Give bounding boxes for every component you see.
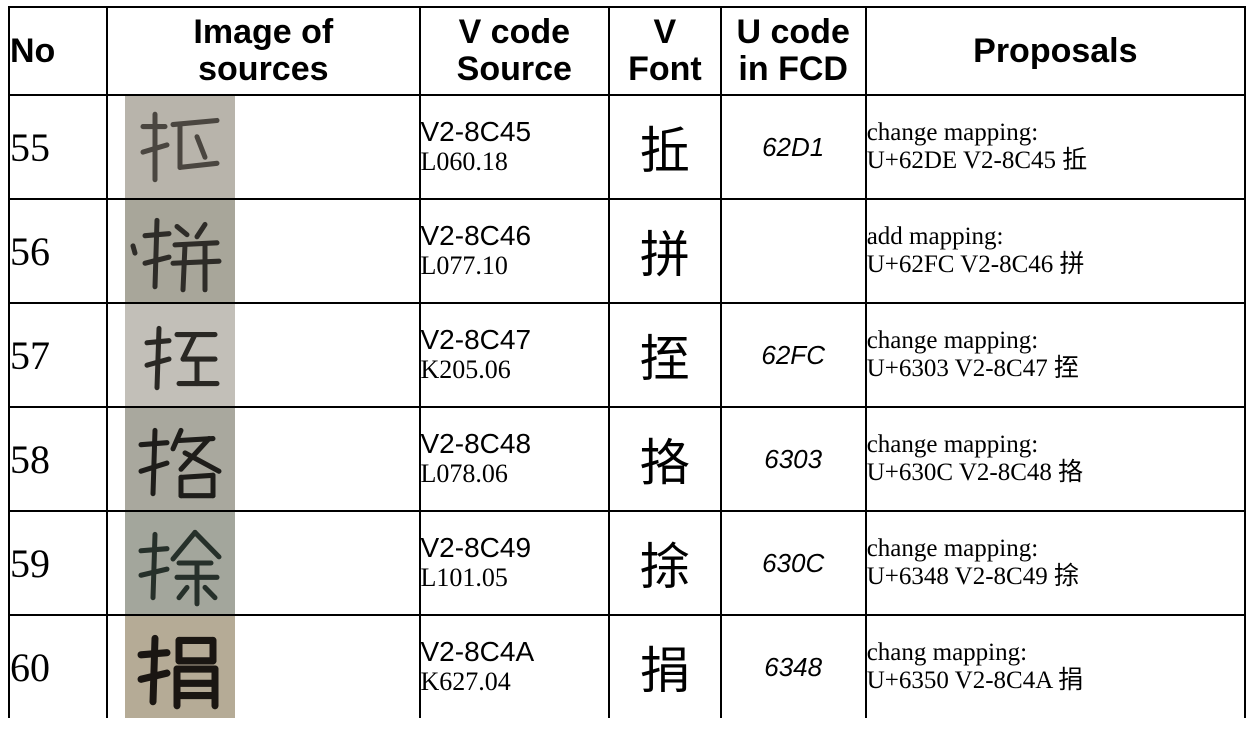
proposal-cell: change mapping: U+62DE V2-8C45 拞 (864, 94, 1247, 200)
v-code: V2-8C45 (420, 116, 532, 147)
source-image-cell (106, 614, 421, 718)
table-row: 58 V2-8C48 L078.06 挌 6303 change mapping… (7, 406, 1247, 512)
v-font-glyph: 捈 (608, 510, 722, 616)
v-code: V2-8C48 (420, 428, 532, 459)
proposal-mapping: U+6350 V2-8C4A 捐 (866, 667, 1084, 694)
source-reference: L077.10 (420, 251, 508, 280)
proposal-cell: add mapping: U+62FC V2-8C46 拼 (864, 198, 1247, 304)
table-row: 57 V2-8C47 K205.06 挃 62FC change mapping… (7, 302, 1247, 408)
header-proposals: Proposals (864, 6, 1247, 96)
row-number: 57 (7, 302, 109, 408)
v-code-cell: V2-8C47 K205.06 (418, 302, 611, 408)
v-code: V2-8C4A (420, 636, 535, 667)
source-image-cell (106, 510, 421, 616)
source-image (125, 512, 236, 614)
v-code-cell: V2-8C49 L101.05 (418, 510, 611, 616)
source-image-cell (106, 406, 421, 512)
v-code: V2-8C49 (420, 532, 532, 563)
v-code-cell: V2-8C4A K627.04 (418, 614, 611, 718)
v-font-glyph: 拞 (608, 94, 722, 200)
proposal-cell: change mapping: U+630C V2-8C48 挌 (864, 406, 1247, 512)
source-image-cell (106, 198, 421, 304)
table-row: 60 V2-8C4A K627.04 捐 6348 chang mapping:… (7, 614, 1247, 718)
proposal-action: change mapping: (866, 327, 1039, 354)
proposal-action: change mapping: (866, 535, 1039, 562)
proposal-mapping: U+6303 V2-8C47 挃 (866, 355, 1079, 382)
source-image-cell (106, 94, 421, 200)
proposal-mapping: U+6348 V2-8C49 捈 (866, 563, 1079, 590)
proposal-action: change mapping: (866, 119, 1039, 146)
proposal-action: add mapping: (866, 223, 1004, 250)
source-reference: K205.06 (420, 355, 511, 384)
scanned-glyph-image (125, 96, 236, 198)
row-number: 56 (7, 198, 109, 304)
u-code-in-fcd: 62D1 (719, 94, 867, 200)
scanned-glyph-image (125, 512, 236, 614)
source-image (125, 304, 236, 406)
proposal-mapping: U+630C V2-8C48 挌 (866, 459, 1084, 486)
row-number: 60 (7, 614, 109, 718)
table-row: 59 V2-8C49 L101.05 捈 630C change mapping… (7, 510, 1247, 616)
proposal-cell: chang mapping: U+6350 V2-8C4A 捐 (864, 614, 1247, 718)
scanned-glyph-image (125, 200, 236, 302)
proposal-cell: change mapping: U+6303 V2-8C47 挃 (864, 302, 1247, 408)
v-font-glyph: 捐 (608, 614, 722, 718)
u-code-in-fcd: 6348 (719, 614, 867, 718)
u-code-in-fcd: 62FC (719, 302, 867, 408)
v-code-cell: V2-8C45 L060.18 (418, 94, 611, 200)
source-image (125, 200, 236, 302)
u-code-in-fcd: 6303 (719, 406, 867, 512)
proposal-mapping: U+62FC V2-8C46 拼 (866, 251, 1085, 278)
source-image (125, 616, 236, 718)
proposal-mapping: U+62DE V2-8C45 拞 (866, 147, 1088, 174)
row-number: 55 (7, 94, 109, 200)
proposal-action: change mapping: (866, 431, 1039, 458)
table-row: 56 V2-8C46 L077.10 拼 add mapping: U+62FC… (7, 198, 1247, 304)
proposal-action: chang mapping: (866, 639, 1028, 666)
v-font-glyph: 挃 (608, 302, 722, 408)
source-reference: L060.18 (420, 147, 508, 176)
source-reference: K627.04 (420, 667, 511, 696)
header-no: No (7, 6, 109, 96)
v-code-cell: V2-8C48 L078.06 (418, 406, 611, 512)
scanned-glyph-image (125, 304, 236, 406)
v-code: V2-8C46 (420, 220, 532, 251)
source-reference: L078.06 (420, 459, 508, 488)
row-number: 58 (7, 406, 109, 512)
source-image (125, 96, 236, 198)
table-row: 55 V2-8C45 L060.18 拞 62D1 change mapping… (7, 94, 1247, 200)
u-code-in-fcd (719, 198, 867, 304)
v-code: V2-8C47 (420, 324, 532, 355)
v-code-cell: V2-8C46 L077.10 (418, 198, 611, 304)
scanned-glyph-image (125, 616, 236, 718)
row-number: 59 (7, 510, 109, 616)
u-code-in-fcd: 630C (719, 510, 867, 616)
source-reference: L101.05 (420, 563, 508, 592)
source-image-cell (106, 302, 421, 408)
scanned-glyph-image (125, 408, 236, 510)
v-font-glyph: 挌 (608, 406, 722, 512)
v-font-glyph: 拼 (608, 198, 722, 304)
source-image (125, 408, 236, 510)
proposal-cell: change mapping: U+6348 V2-8C49 捈 (864, 510, 1247, 616)
